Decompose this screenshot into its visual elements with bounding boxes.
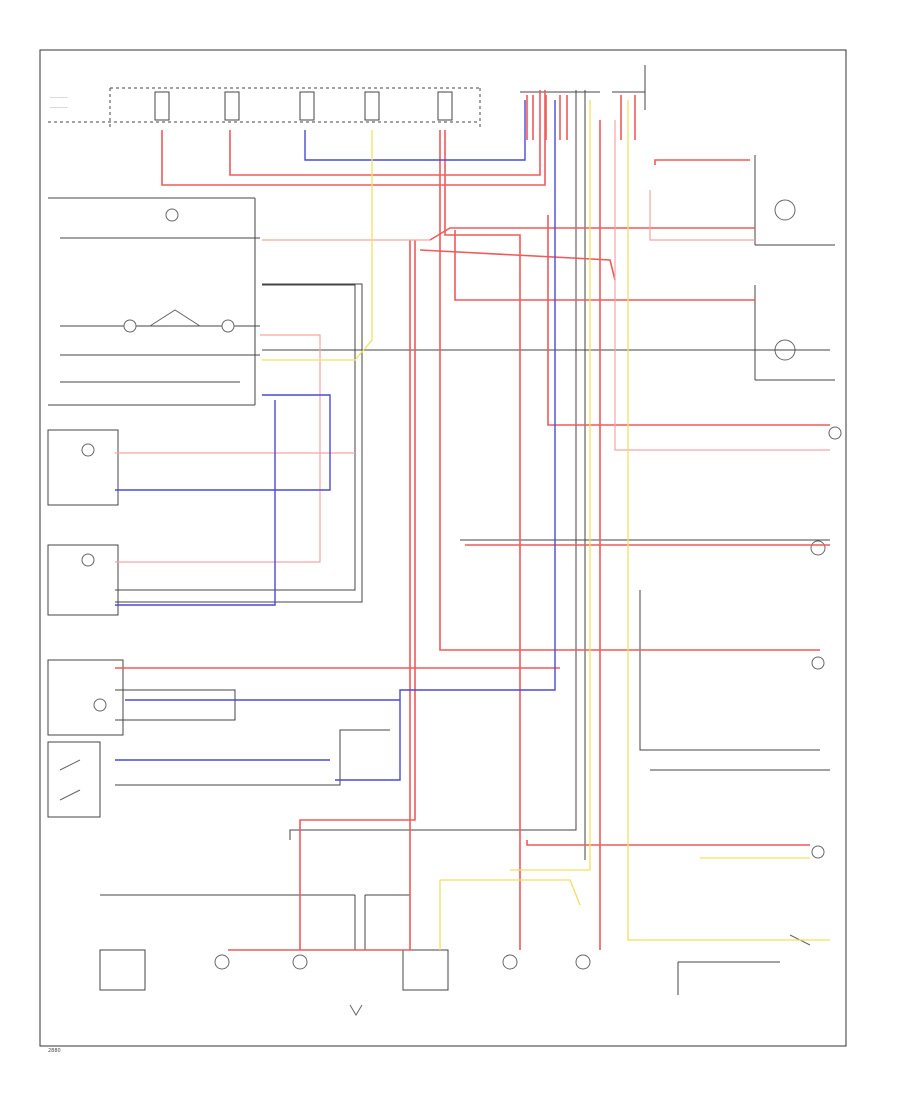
signal-wires-yellow xyxy=(262,100,830,950)
fuse-1 xyxy=(154,91,170,121)
fuse-4 xyxy=(364,91,380,121)
fuse-3 xyxy=(299,91,315,121)
svg-text:—————: ————— xyxy=(50,105,68,109)
junction-connector xyxy=(520,65,646,110)
bottom-lamp-group xyxy=(99,894,591,1016)
diagram-frame xyxy=(39,49,847,1047)
svg-text:—————: ————— xyxy=(50,95,68,99)
ground-wires xyxy=(115,90,830,860)
left-lamp-group xyxy=(47,429,124,818)
fuse-2 xyxy=(224,91,240,121)
instrument-cluster-box xyxy=(48,197,260,406)
right-lamp-group xyxy=(677,155,842,995)
footer-code: 2880 xyxy=(48,1048,61,1054)
feed-wires-red xyxy=(115,90,830,951)
connector-taps xyxy=(526,95,636,140)
fuse-panel: ————— ————— xyxy=(48,87,481,130)
fuse-5 xyxy=(437,91,453,121)
signal-wires-blue xyxy=(115,100,556,781)
